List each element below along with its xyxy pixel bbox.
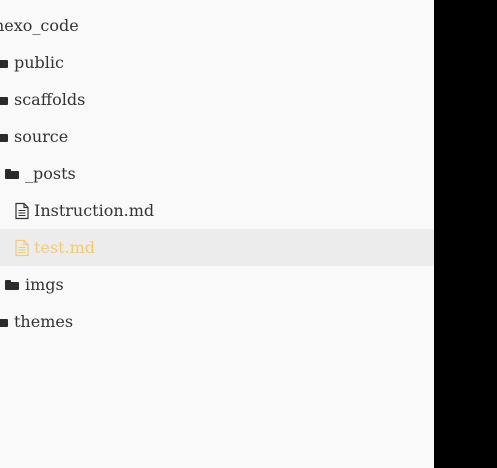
folder-icon [0, 317, 8, 327]
tree-item-label: themes [14, 311, 74, 331]
file-tree-panel: hexo_code public scaffolds source _posts… [0, 0, 434, 468]
tree-item-label: Instruction.md [34, 200, 155, 220]
tree-item-label: imgs [25, 274, 64, 294]
folder-icon [0, 58, 8, 68]
tree-item-instruction-md[interactable]: Instruction.md [0, 192, 434, 229]
tree-item-label: _posts [25, 163, 76, 183]
tree-root-label[interactable]: hexo_code [0, 7, 79, 44]
folder-icon [0, 95, 8, 105]
folder-icon [0, 132, 8, 142]
tree-item-public[interactable]: public [0, 44, 434, 81]
tree-item-label: test.md [34, 237, 96, 257]
root-folder-label: hexo_code [0, 15, 79, 35]
tree-item-imgs[interactable]: imgs [0, 266, 434, 303]
outside-window-area [434, 0, 497, 468]
tree-item-label: source [14, 126, 69, 146]
tree-item-label: scaffolds [14, 89, 86, 109]
tree-item-scaffolds[interactable]: scaffolds [0, 81, 434, 118]
document-icon [15, 202, 29, 219]
tree-item-source[interactable]: source [0, 118, 434, 155]
document-icon [15, 239, 29, 256]
tree-item-posts[interactable]: _posts [0, 155, 434, 192]
folder-icon [5, 279, 19, 290]
tree-item-label: public [14, 52, 64, 72]
tree-item-themes[interactable]: themes [0, 303, 434, 340]
folder-icon [5, 168, 19, 179]
tree-item-test-md[interactable]: test.md [0, 229, 434, 266]
